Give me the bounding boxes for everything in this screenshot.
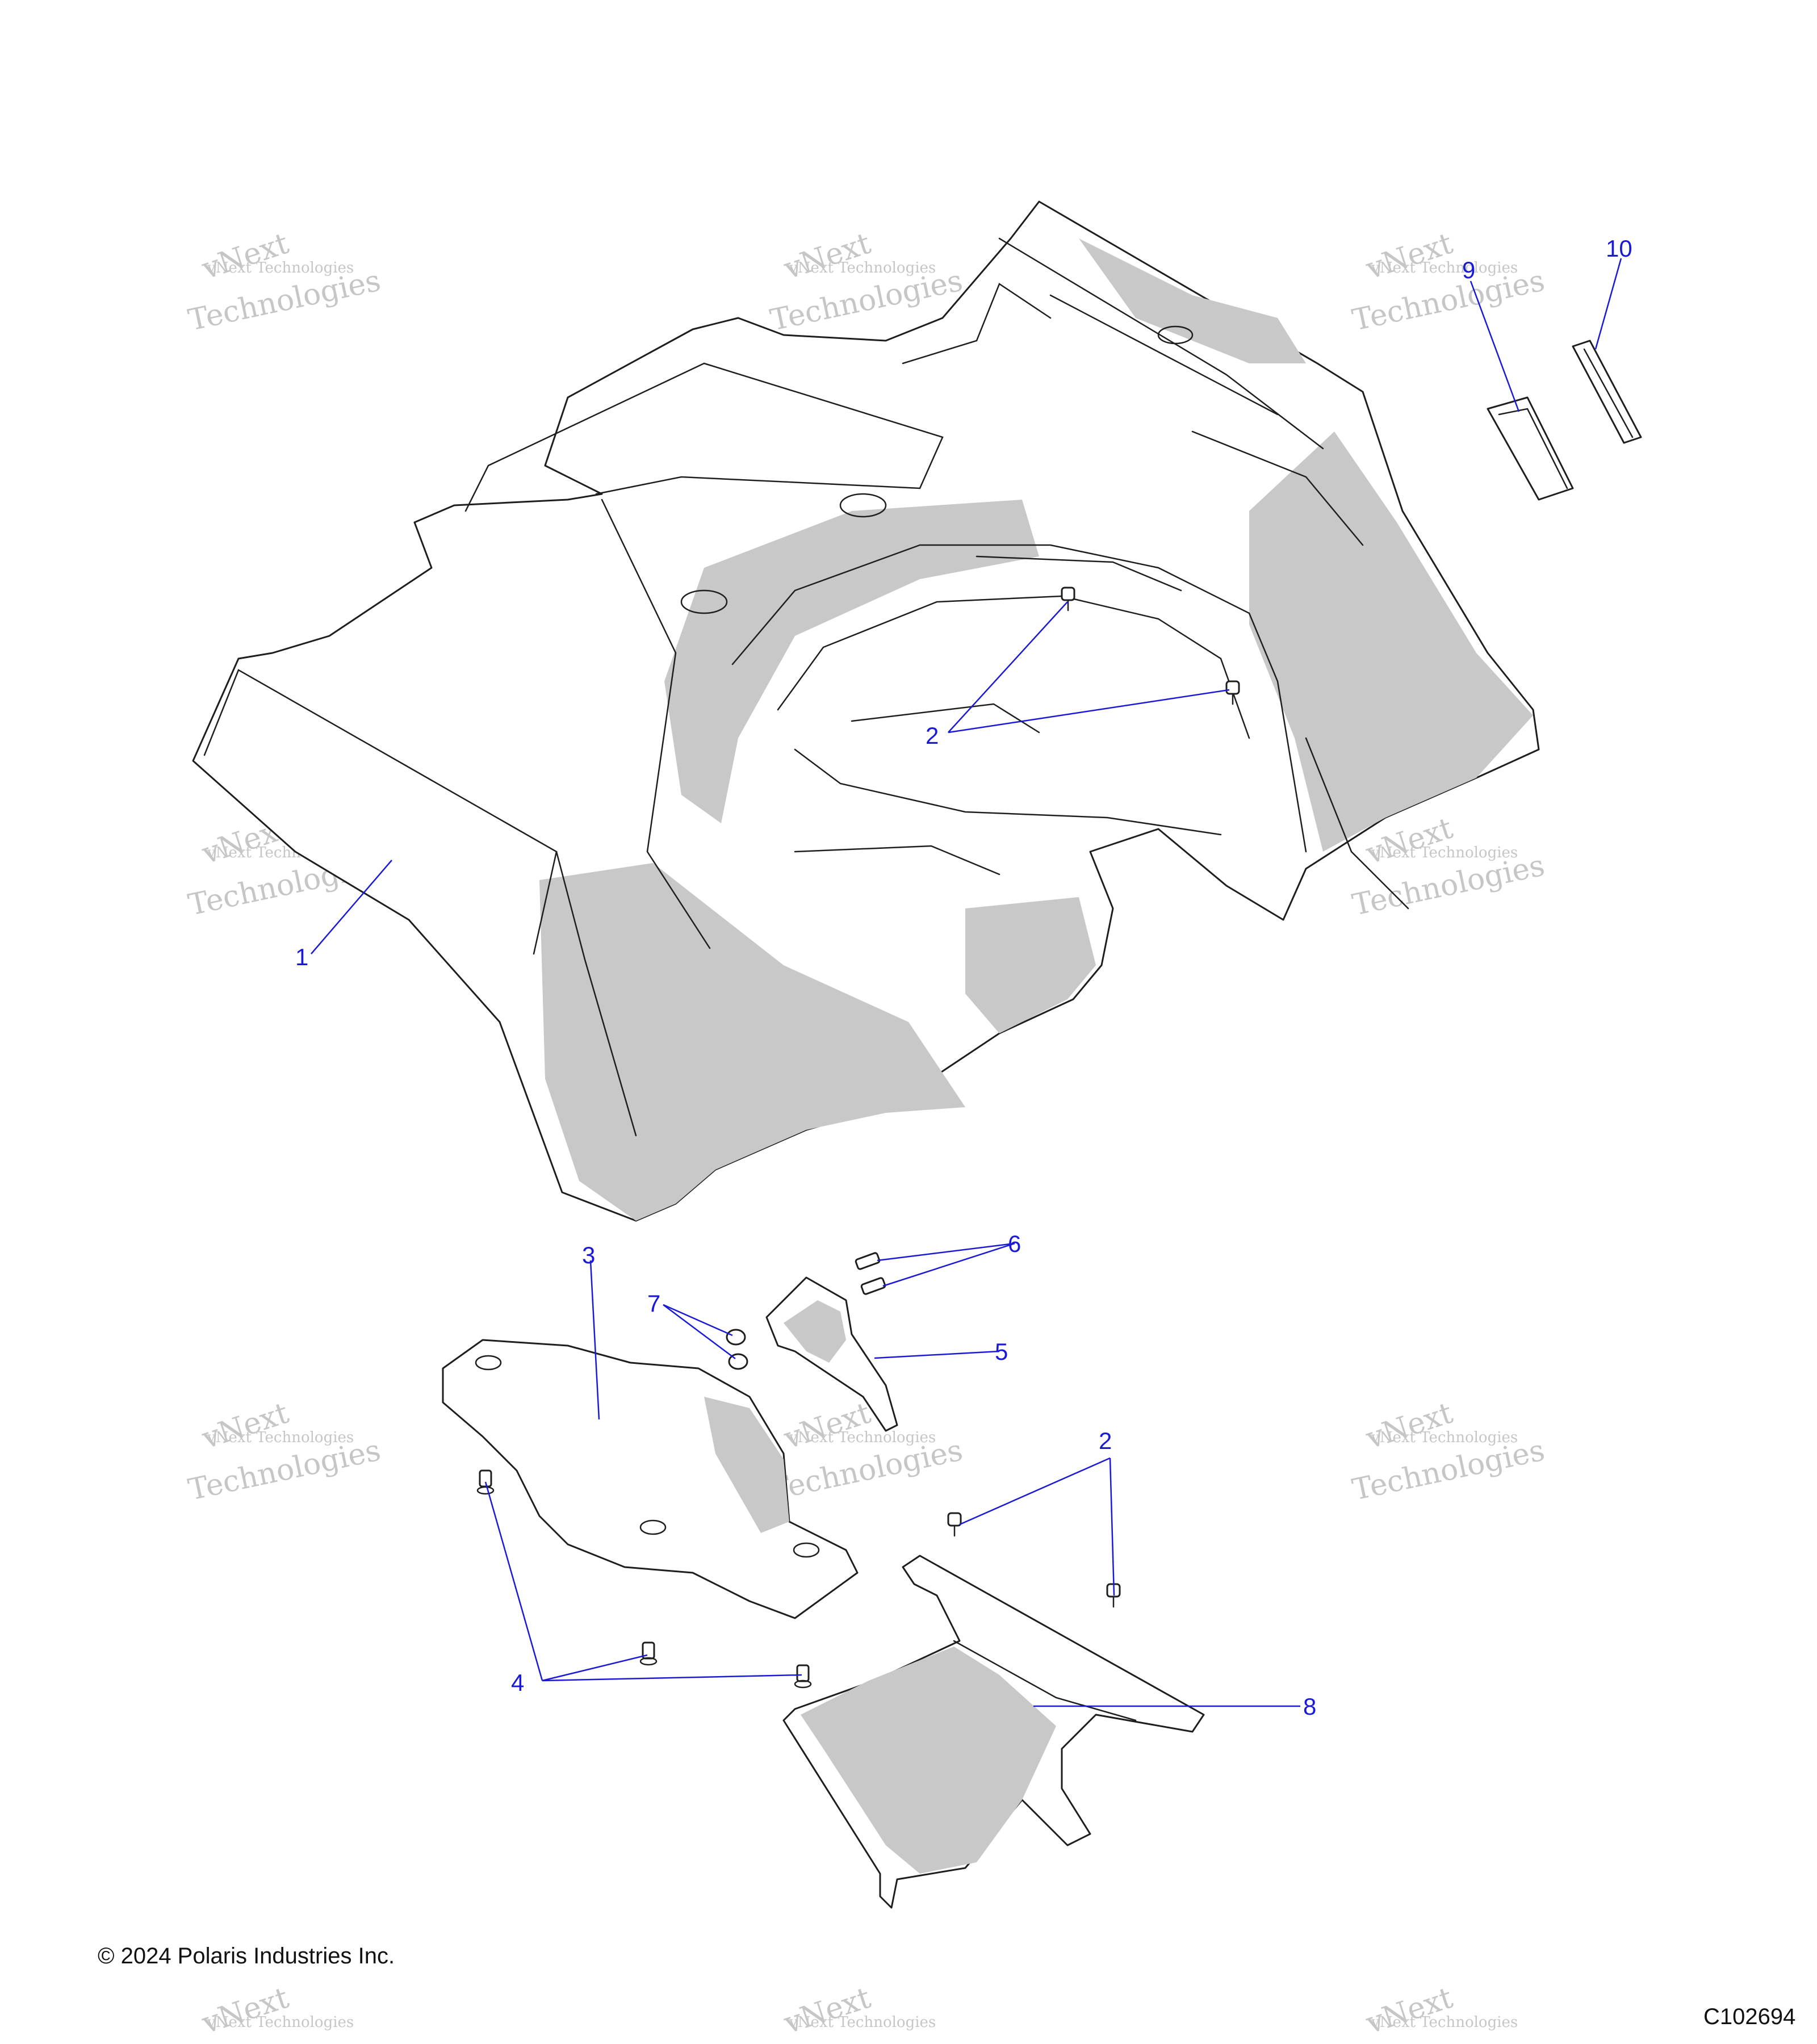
svg-text:vNext Technologies: vNext Technologies: [207, 259, 354, 277]
bracket-part-5: [765, 1276, 898, 1432]
svg-text:vNext Technologies: vNext Technologies: [1371, 844, 1518, 861]
svg-text:vNext Technologies: vNext Technologies: [789, 2014, 936, 2031]
leader-lines: [311, 258, 1622, 1707]
callout-4: 4: [511, 1669, 524, 1696]
watermark: vNext vNext Technologies Technologies: [185, 1396, 383, 1507]
bolt-icon: [855, 1252, 881, 1270]
callout-8: 8: [1303, 1693, 1316, 1720]
splash-shield-part-3: [442, 1339, 859, 1619]
svg-text:vNext: vNext: [1362, 227, 1457, 287]
callout-1: 1: [295, 944, 308, 970]
svg-text:vNext: vNext: [198, 1981, 293, 2041]
svg-text:vNext: vNext: [780, 1981, 875, 2041]
decal-part-10: [1572, 340, 1642, 444]
svg-text:vNext Technologies: vNext Technologies: [1371, 259, 1518, 277]
svg-text:vNext: vNext: [198, 1396, 293, 1456]
callout-2: 2: [926, 722, 939, 749]
diagram-id: C102694: [1703, 2004, 1795, 2029]
callout-10: 10: [1606, 235, 1632, 262]
watermark: vNext vNext Technologies Technologies: [767, 1396, 965, 1507]
svg-text:vNext Technologies: vNext Technologies: [1371, 1429, 1518, 1446]
rear-fender-part-1: [192, 200, 1540, 1222]
watermark: vNext vNext Technologies Technologies: [1349, 1396, 1547, 1507]
callout-3: 3: [582, 1242, 595, 1268]
svg-text:vNext Technologies: vNext Technologies: [789, 1429, 936, 1446]
screw-icon: [639, 1641, 658, 1666]
bolt-icon: [860, 1277, 886, 1295]
watermark: vNext vNext Technologies Technologies: [1349, 227, 1547, 338]
svg-text:vNext: vNext: [1362, 1396, 1457, 1456]
watermark: vNext vNext Technologies Technologies: [1349, 811, 1547, 923]
watermark: vNext vNext Technologies: [198, 1981, 354, 2041]
callout-2: 2: [1099, 1427, 1112, 1454]
push-rivet-icon: [947, 1512, 962, 1537]
svg-text:vNext Technologies: vNext Technologies: [207, 1429, 354, 1446]
screw-icon: [794, 1664, 812, 1689]
watermark: vNext vNext Technologies Technologies: [185, 227, 383, 338]
nut-icon: [726, 1329, 746, 1346]
watermark: vNext vNext Technologies: [1362, 1981, 1518, 2041]
svg-text:vNext Technologies: vNext Technologies: [789, 259, 936, 277]
callout-9: 9: [1462, 257, 1475, 283]
callout-5: 5: [995, 1338, 1008, 1365]
push-rivet-icon: [1225, 680, 1240, 705]
svg-text:vNext: vNext: [780, 1396, 875, 1456]
svg-text:vNext: vNext: [780, 227, 875, 287]
callout-labels: 1 2 2 3 4 5 6 7 8 9 10: [295, 235, 1632, 1720]
svg-text:vNext: vNext: [198, 227, 293, 287]
copyright-notice: © 2024 Polaris Industries Inc.: [98, 1944, 395, 1968]
watermark: vNext vNext Technologies: [780, 1981, 936, 2041]
callout-7: 7: [647, 1290, 660, 1317]
callout-6: 6: [1008, 1230, 1021, 1257]
splash-shield-part-8: [782, 1555, 1205, 1909]
svg-text:vNext Technologies: vNext Technologies: [207, 2014, 354, 2031]
push-rivet-icon: [1061, 587, 1075, 611]
svg-text:vNext: vNext: [1362, 1981, 1457, 2041]
fasteners: [476, 587, 1240, 1689]
decal-part-9: [1487, 396, 1574, 501]
svg-text:vNext Technologies: vNext Technologies: [1371, 2014, 1518, 2031]
screw-icon: [476, 1469, 495, 1495]
